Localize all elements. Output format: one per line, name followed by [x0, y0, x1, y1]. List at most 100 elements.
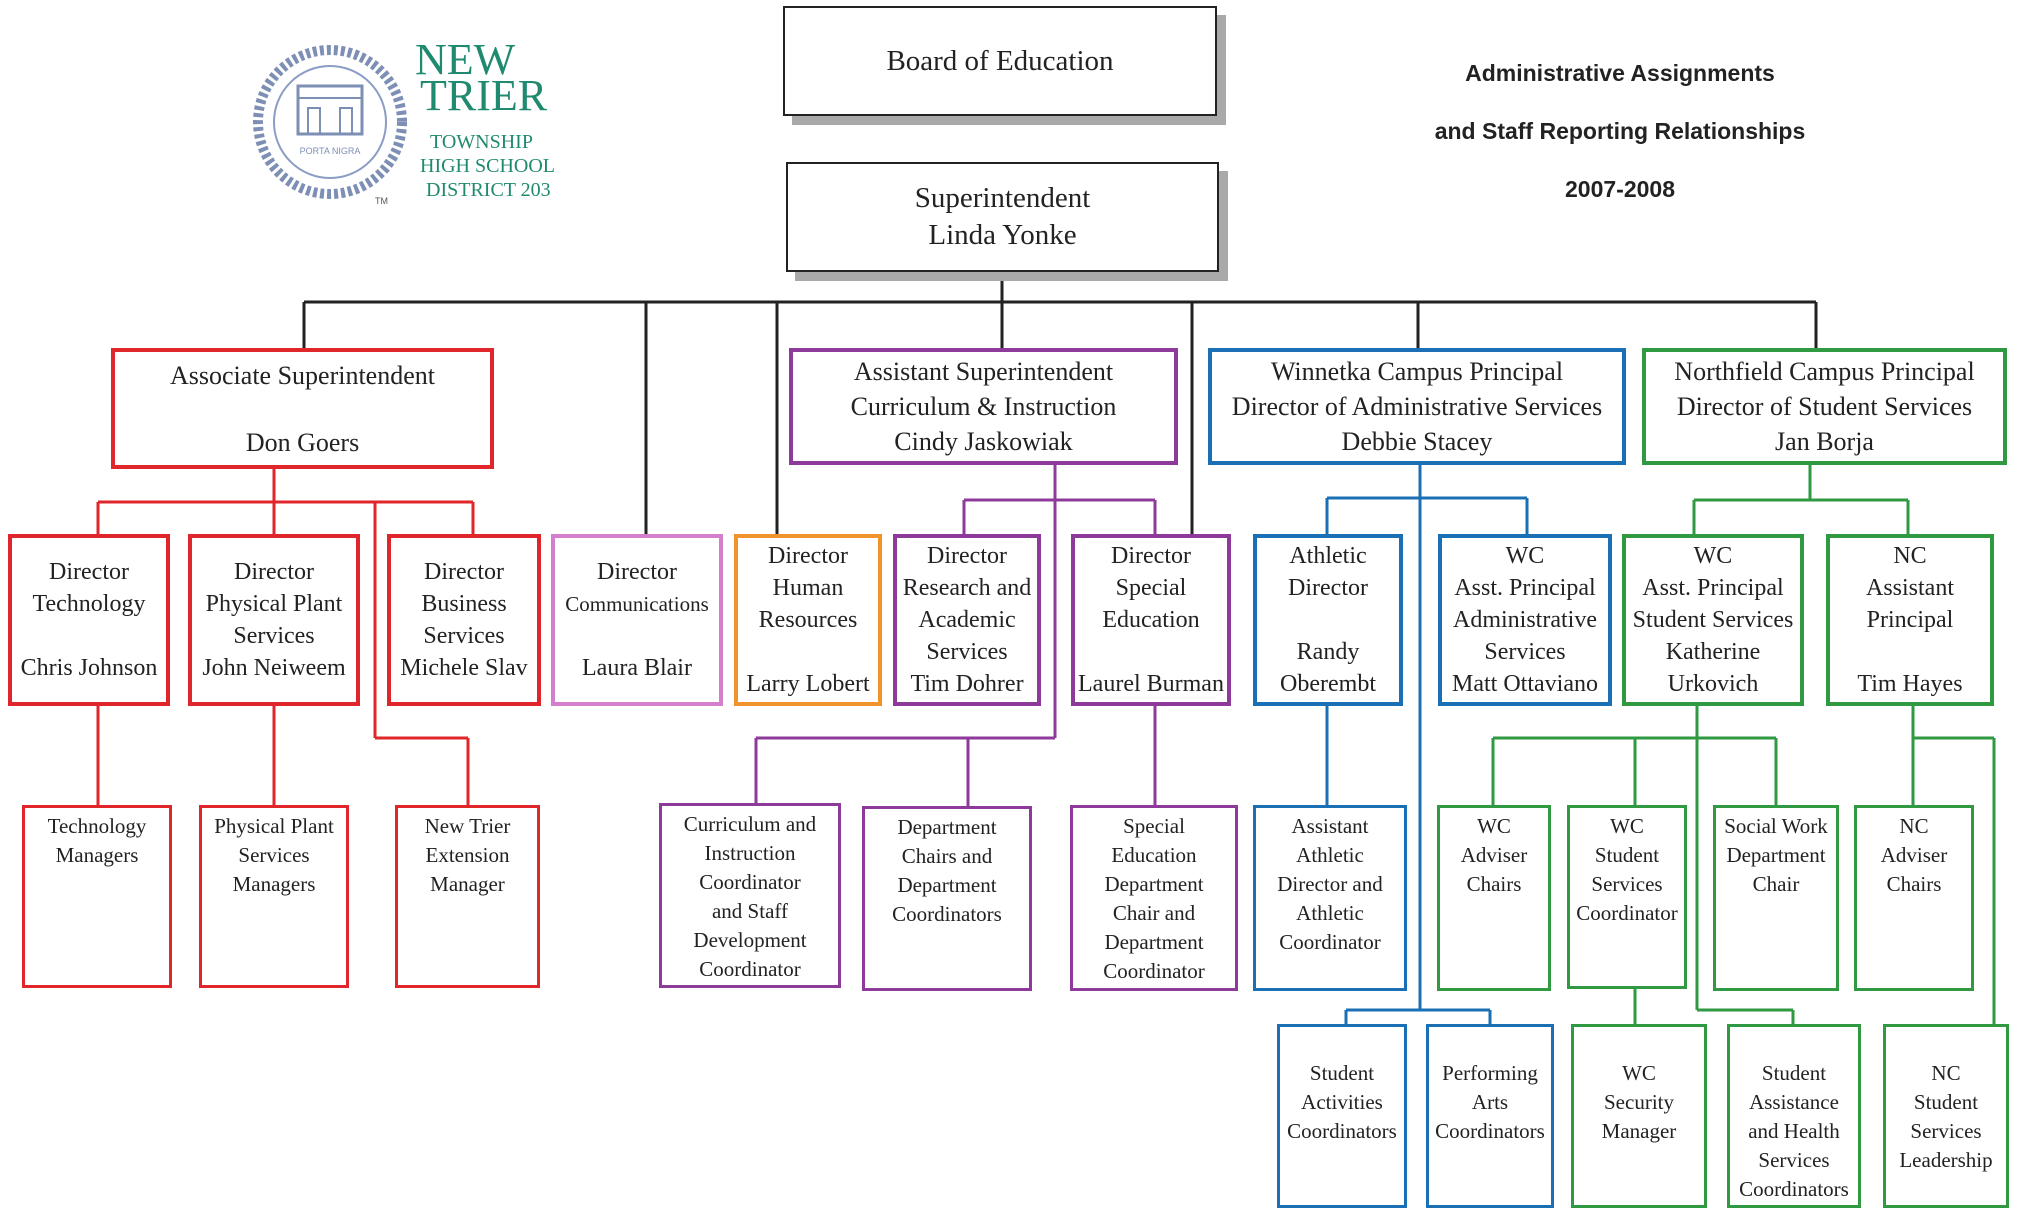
box-text: Coordinator: [1103, 959, 1205, 983]
box-text: Department: [1104, 872, 1204, 896]
associate-superintendent-box: Associate Superintendent Don Goers: [111, 348, 494, 469]
box-text: Coordinator: [699, 957, 801, 981]
box-text: Manager: [430, 872, 505, 896]
athletic-director-box: Athletic Director Randy Oberembt: [1253, 534, 1403, 706]
winnetka-campus-principal-box: Winnetka Campus Principal Director of Ad…: [1208, 348, 1626, 465]
director-human-resources-box: Director Human Resources Larry Lobert: [734, 534, 882, 706]
box-text: Director: [1111, 543, 1191, 569]
logo-line-5: DISTRICT 203: [426, 179, 551, 201]
box-text: Security: [1604, 1090, 1674, 1114]
heading-line-2: and Staff Reporting Relationships: [1434, 118, 1806, 144]
box-text: Services: [1910, 1119, 1982, 1143]
box-text: Director: [234, 559, 314, 585]
box-text: Technology: [47, 814, 147, 838]
box-text: Michele Slav: [400, 655, 528, 681]
box-text: Physical Plant: [205, 591, 343, 617]
box-text: Matt Ottaviano: [1452, 671, 1598, 697]
box-text: NC: [1899, 814, 1929, 838]
assistant-superintendent-box: Assistant Superintendent Curriculum & In…: [789, 348, 1178, 465]
box-text: Student: [1761, 1061, 1827, 1085]
district-logo: PORTA NIGRA NEW TRIER TOWNSHIP HIGH SCHO…: [250, 38, 590, 218]
box-text: Director and: [1277, 872, 1383, 896]
box-text: Human: [772, 575, 844, 601]
box-text: Services: [233, 623, 315, 649]
box-text: Debbie Stacey: [1341, 427, 1493, 456]
technology-managers-box: Technology Managers: [22, 805, 172, 988]
box-text: WC: [1610, 814, 1644, 838]
box-text: Managers: [55, 843, 139, 867]
box-text: Chairs and: [901, 844, 993, 868]
wc-ap-student-services-box: WC Asst. Principal Student Services Kath…: [1622, 534, 1804, 706]
director-physical-plant-box: Director Physical Plant Services John Ne…: [188, 534, 360, 706]
box-text: Assistant: [1865, 575, 1954, 601]
box-text: Administrative: [1453, 607, 1597, 633]
box-text: Oberembt: [1280, 671, 1376, 697]
student-assistance-coordinators-box: Student Assistance and Health Services C…: [1727, 1024, 1861, 1208]
box-text: Department: [1104, 930, 1204, 954]
box-text: Director: [927, 543, 1007, 569]
box-text: Coordinator: [1576, 901, 1678, 925]
box-text: Technology: [32, 591, 146, 617]
box-text: Business: [421, 591, 507, 617]
box-text: Superintendent: [914, 182, 1091, 214]
box-text: Research and: [902, 575, 1032, 601]
box-text: Instruction: [704, 841, 796, 865]
box-text: Student: [1594, 843, 1660, 867]
box-text: Development: [693, 928, 807, 952]
box-text: Linda Yonke: [928, 219, 1077, 251]
director-communications-box: Director Communications Laura Blair: [551, 534, 723, 706]
box-text: Activities: [1301, 1090, 1383, 1114]
box-text: Services: [423, 623, 505, 649]
director-business-services-box: Director Business Services Michele Slav: [387, 534, 541, 706]
box-text: Services: [1484, 639, 1566, 665]
box-text: Principal: [1866, 607, 1954, 633]
box-text: Asst. Principal: [1454, 575, 1596, 601]
extension-manager-box: New Trier Extension Manager: [395, 805, 540, 988]
box-text: Special: [1115, 575, 1187, 601]
box-text: Associate Superintendent: [170, 360, 435, 390]
director-research-academic-box: Director Research and Academic Services …: [893, 534, 1041, 706]
plant-services-managers-box: Physical Plant Services Managers: [199, 805, 349, 988]
box-text: WC: [1505, 543, 1545, 569]
box-text: Assistant Superintendent: [853, 357, 1114, 386]
box-text: Board of Education: [886, 44, 1114, 77]
box-text: Coordinator: [699, 870, 801, 894]
box-text: Extension: [425, 843, 510, 867]
wc-ap-administrative-box: WC Asst. Principal Administrative Servic…: [1438, 534, 1612, 706]
box-text: Education: [1102, 607, 1200, 633]
box-text: Performing: [1442, 1061, 1538, 1085]
northfield-campus-principal-box: Northfield Campus Principal Director of …: [1642, 348, 2007, 465]
box-text: Resources: [758, 607, 858, 633]
box-text: Chairs: [1466, 872, 1522, 896]
box-text: Leadership: [1899, 1148, 1993, 1172]
box-text: Director: [49, 559, 129, 585]
box-text: Jan Borja: [1775, 427, 1874, 456]
social-work-chair-box: Social Work Department Chair: [1713, 805, 1839, 991]
box-text: Randy: [1296, 639, 1360, 665]
box-text: NC: [1931, 1061, 1961, 1085]
box-text: Tim Hayes: [1857, 671, 1963, 697]
assistant-athletic-director-box: Assistant Athletic Director and Athletic…: [1253, 805, 1407, 991]
box-text: Services: [1758, 1148, 1830, 1172]
box-text: Don Goers: [245, 427, 360, 457]
laurel-seal-icon: PORTA NIGRA: [253, 45, 407, 199]
nc-student-services-leadership-box: NC Student Services Leadership: [1883, 1024, 2009, 1208]
box-text: Coordinators: [1287, 1119, 1397, 1143]
box-text: Director: [424, 559, 504, 585]
box-text: Curriculum & Instruction: [850, 392, 1117, 421]
box-text: Asst. Principal: [1642, 575, 1784, 601]
box-text: Communications: [565, 592, 709, 616]
nc-assistant-principal-box: NC Assistant Principal Tim Hayes: [1826, 534, 1994, 706]
superintendent-box: Superintendent Linda Yonke: [786, 162, 1219, 272]
box-text: Assistance: [1749, 1090, 1839, 1114]
box-text: Katherine: [1665, 639, 1761, 665]
box-text: Coordinators: [892, 902, 1002, 926]
box-text: Student Services: [1632, 607, 1794, 633]
box-text: Director: [768, 543, 848, 569]
box-text: Curriculum and: [683, 812, 817, 836]
box-text: Larry Lobert: [746, 671, 870, 697]
wc-adviser-chairs-box: WC Adviser Chairs: [1437, 805, 1551, 991]
box-text: Tim Dohrer: [910, 671, 1024, 697]
box-text: WC: [1693, 543, 1733, 569]
